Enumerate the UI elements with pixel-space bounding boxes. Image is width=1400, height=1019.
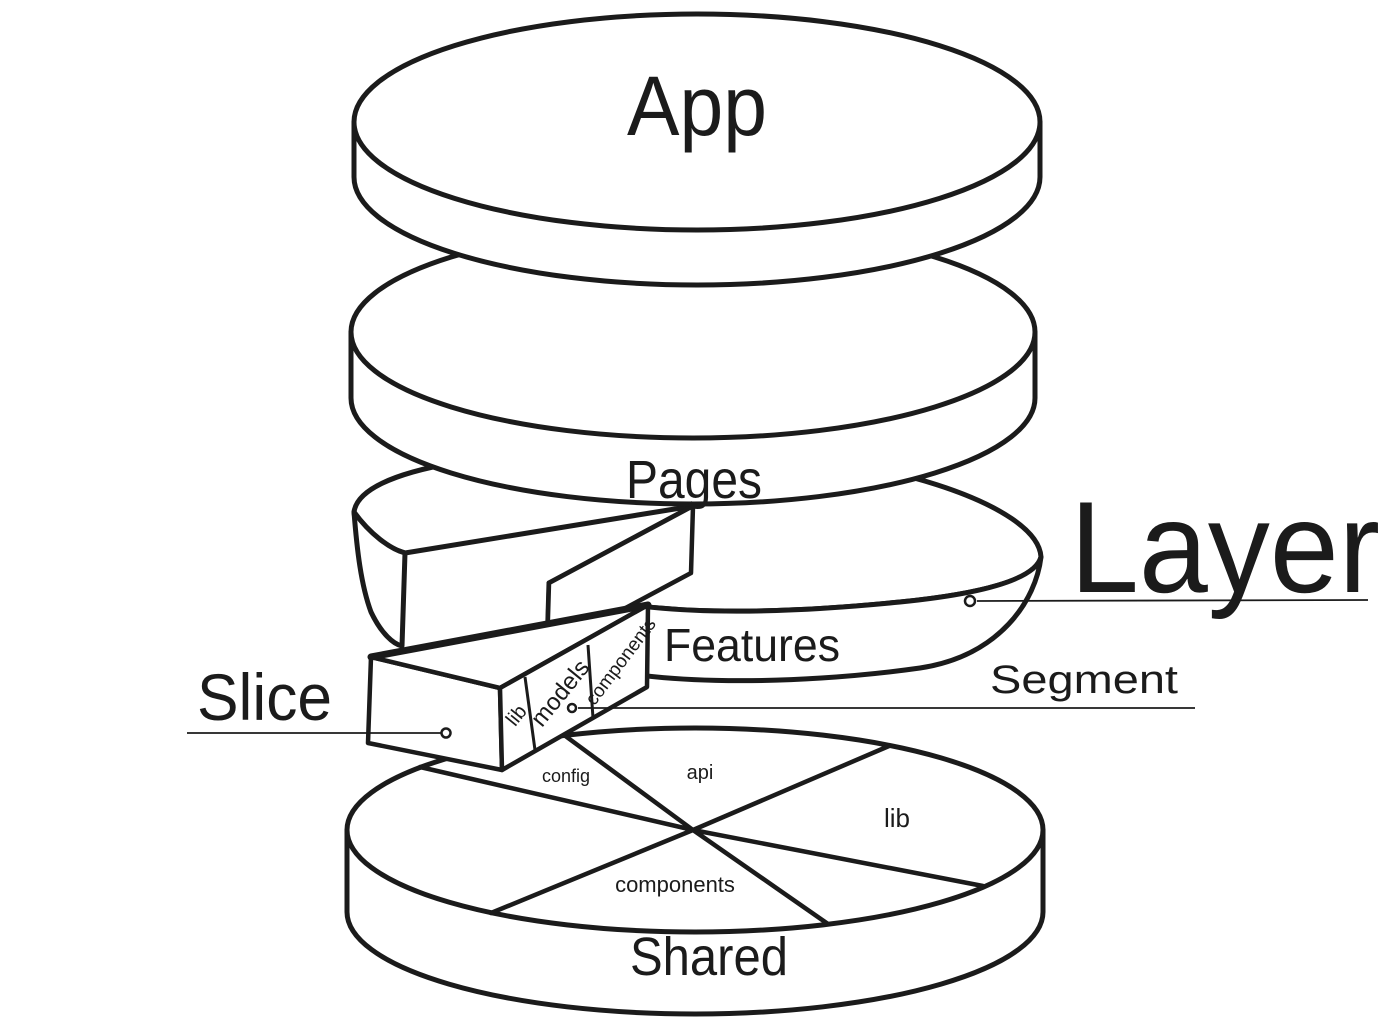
slice-wedge-ridge-edge: [367, 601, 652, 661]
shared-segment-api-label: api: [687, 762, 714, 784]
pages-layer-disk: Pages: [348, 223, 1038, 510]
shared-segment-lib-label: lib: [884, 803, 910, 833]
shared-segment-components-label: components: [615, 872, 735, 897]
slice-wedge: lib models components: [365, 601, 661, 773]
segment-callout-label: Segment: [990, 658, 1178, 702]
layer-callout-label: Layer: [1070, 474, 1380, 620]
callouts: Slice Layer Segment: [187, 474, 1380, 739]
slice-wedge-segment-face: [497, 602, 651, 773]
shared-segment-divider-lines: [417, 732, 986, 927]
layer-callout-dot: [963, 594, 977, 608]
shared-segment-config-label: config: [542, 766, 590, 786]
segment-callout-dot: [566, 702, 578, 714]
features-left-rim-band: [351, 509, 408, 649]
layer-callout-line: [976, 599, 1369, 602]
shared-label: Shared: [630, 927, 788, 987]
app-label: App: [627, 59, 767, 153]
slice-segment-divider-lines: [523, 644, 595, 751]
app-top-face: [351, 11, 1043, 233]
pages-label: Pages: [626, 450, 762, 510]
features-front-band: [544, 554, 1044, 684]
features-label: Features: [664, 619, 840, 671]
slice-callout-label: Slice: [197, 660, 332, 734]
slice-callout-dot: [440, 727, 452, 739]
shared-layer-disk: config api lib components Shared: [344, 725, 1046, 1017]
app-layer-disk: App: [351, 11, 1043, 288]
